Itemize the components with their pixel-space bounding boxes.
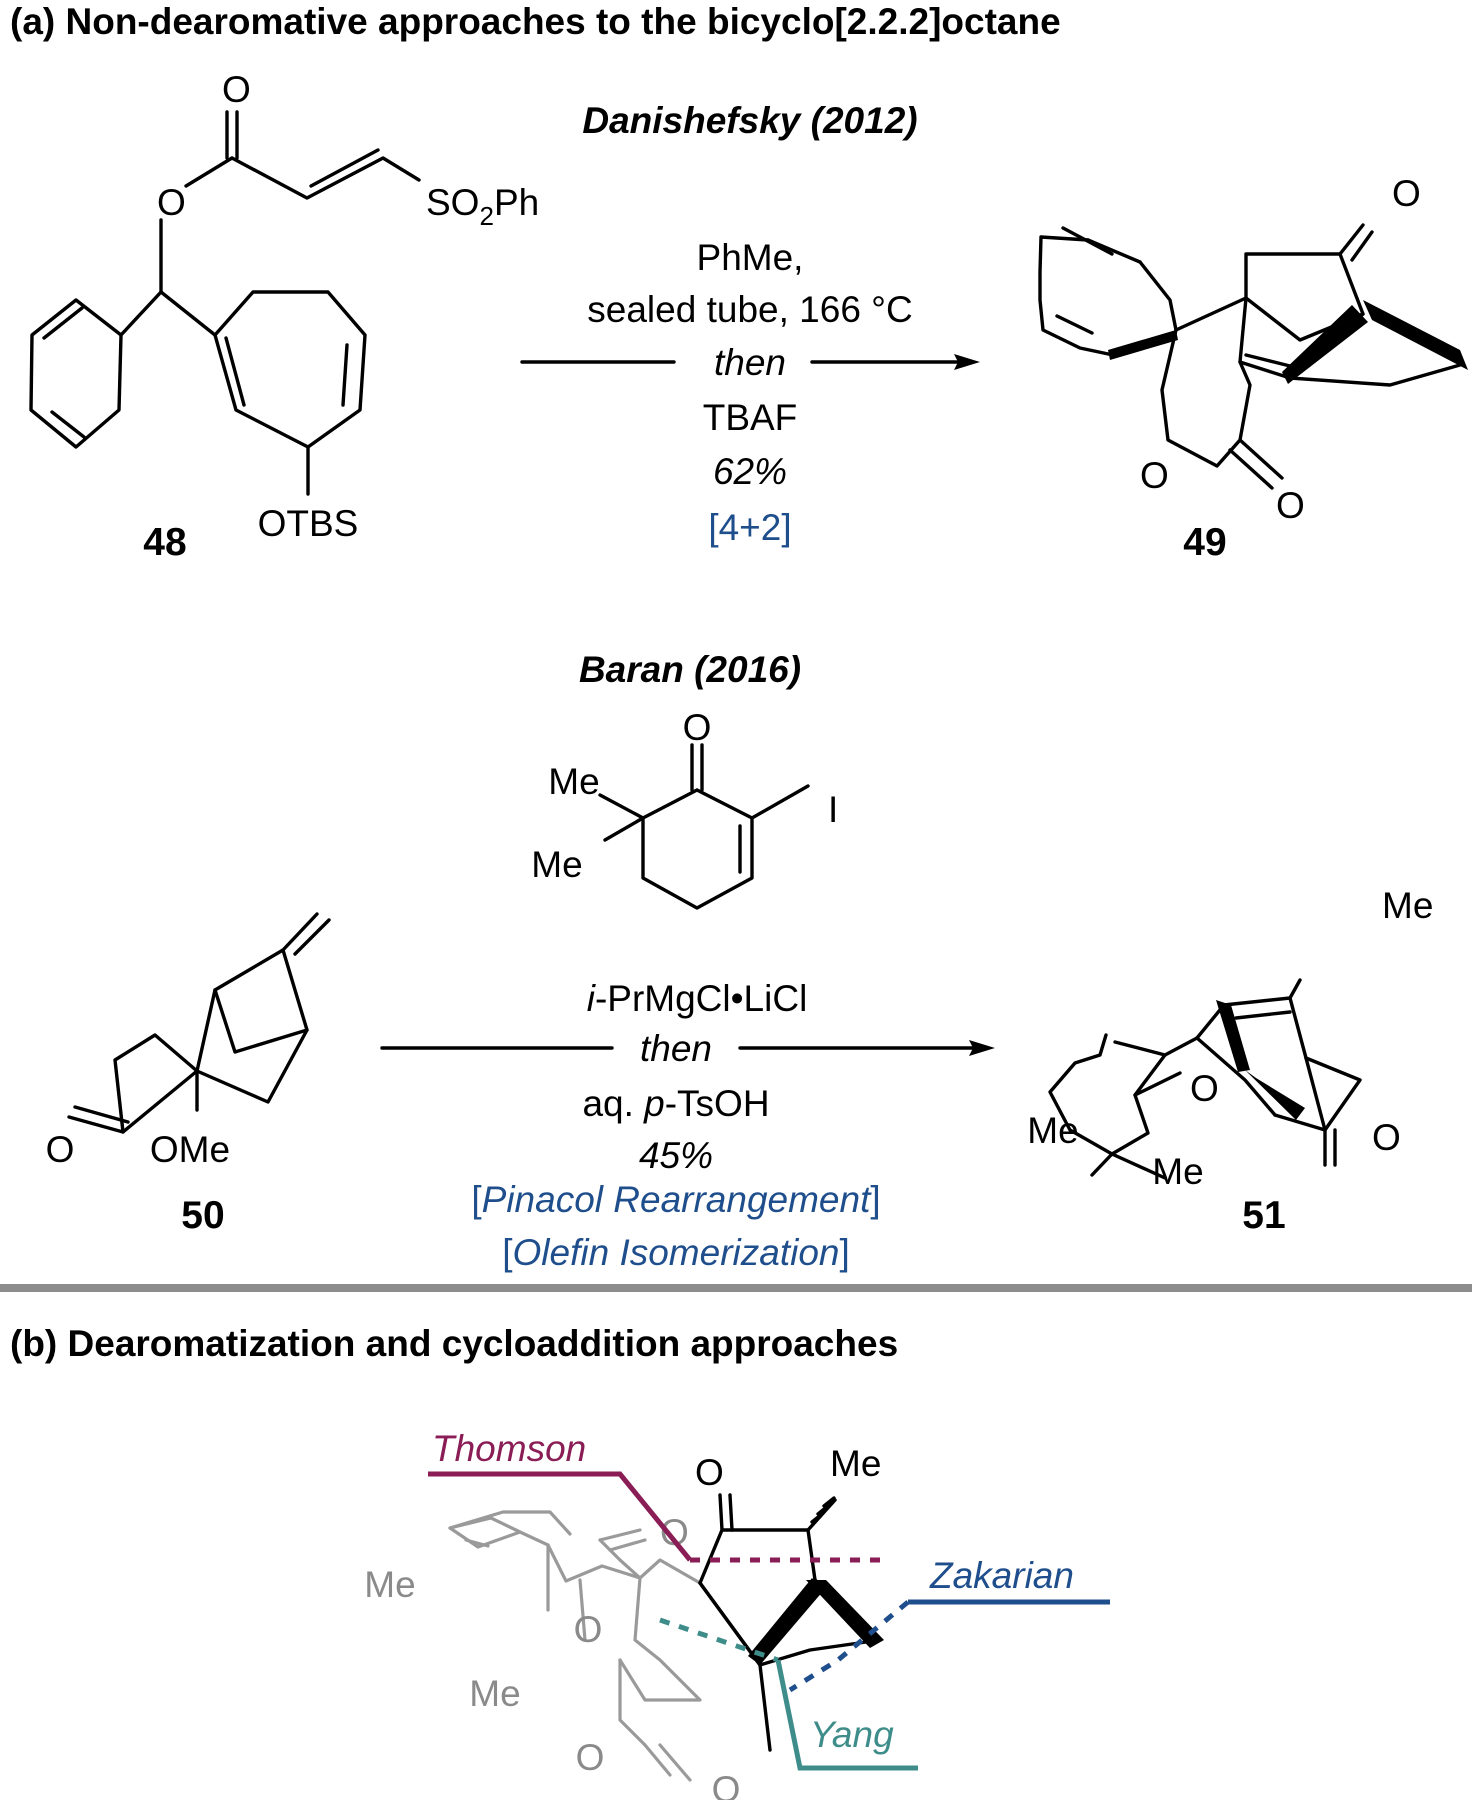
cond-then-1: then: [714, 342, 786, 383]
thomson-leader-line: [428, 1471, 692, 1562]
iodoenone-reagent-structure: [598, 743, 810, 910]
compound-51-id: 51: [1242, 1194, 1285, 1237]
bicyclo-core-50: [113, 948, 285, 1134]
atom-o-ketone-49: O: [1392, 173, 1421, 214]
cond-sealed-tube: sealed tube, 166 °C: [587, 289, 912, 330]
spiro-cyclohexadiene: [1038, 235, 1115, 357]
atom-o-ester-48: O: [157, 182, 186, 223]
section-divider: [0, 1284, 1472, 1292]
atom-o-ring-grey: O: [574, 1609, 603, 1650]
atom-o-50: O: [46, 1129, 75, 1170]
spiro-wedge: [1108, 330, 1178, 360]
tag-4-2: [4+2]: [708, 507, 791, 548]
atom-o-carbonyl-49: O: [1276, 485, 1305, 526]
panel-a-title: (a) Non-dearomative approaches to the bi…: [10, 1, 1061, 42]
yang-leader-line: [775, 1659, 918, 1771]
baran-author: Baran (2016): [579, 649, 801, 690]
atom-o-reagent: O: [683, 707, 712, 748]
atom-o-ketone-b: O: [695, 1452, 724, 1493]
tag-pinacol: [Pinacol Rearrangement]: [471, 1179, 880, 1220]
atom-o-enone-grey: O: [660, 1512, 689, 1553]
grey-enone-ring: [448, 1526, 702, 1585]
yang-label: Yang: [810, 1714, 894, 1755]
otbs-label: OTBS: [258, 503, 359, 544]
compound-51-structure: [1048, 978, 1362, 1180]
enone-ring: [641, 788, 754, 910]
cond-then-2: then: [640, 1028, 712, 1069]
atom-o-lactone-grey: O: [576, 1737, 605, 1778]
atom-me-b: Me: [830, 1443, 881, 1484]
cond-tbaf: TBAF: [703, 397, 798, 438]
compound-48-id: 48: [143, 521, 186, 564]
compound-50-structure: [67, 912, 331, 1134]
atom-me-grey-2: Me: [469, 1673, 520, 1714]
atom-me-top-51: Me: [1382, 885, 1433, 926]
cond-phme: PhMe,: [697, 237, 804, 278]
atom-o2-51: O: [1372, 1117, 1401, 1158]
target-skeleton-grey: [448, 1510, 702, 1782]
atom-me1-reagent: Me: [548, 761, 599, 802]
compound-49-id: 49: [1183, 521, 1226, 564]
bicyclooctane-core-black: [698, 1493, 884, 1752]
atom-o-carbonyl-grey: O: [712, 1769, 741, 1800]
vinyl-sulfone-chain: [230, 156, 421, 200]
thomson-label: Thomson: [432, 1428, 586, 1469]
atom-o-lactone-49: O: [1140, 455, 1169, 496]
atom-o-carbonyl-48: O: [222, 69, 251, 110]
exo-methylene: [281, 912, 319, 952]
atom-me2-51: Me: [1152, 1151, 1203, 1192]
atom-i-reagent: I: [828, 789, 838, 830]
cycloheptenone-ring: [1048, 1033, 1199, 1156]
atom-me2-reagent: Me: [531, 844, 582, 885]
yield-62: 62%: [713, 451, 787, 492]
sulfonyl-label: SO2Ph: [426, 182, 539, 231]
yield-45: 45%: [639, 1135, 713, 1176]
yang-cut-line: [659, 1617, 779, 1663]
compound-50-id: 50: [181, 1194, 224, 1237]
cyclohexadiene-ring: [29, 290, 163, 449]
tag-olefin: [Olefin Isomerization]: [502, 1232, 850, 1273]
compound-48-structure: [29, 110, 421, 496]
zakarian-label: Zakarian: [929, 1555, 1074, 1596]
compound-49-structure: [1038, 223, 1468, 490]
ester-co-bond: [184, 156, 234, 188]
panel-b-title: (b) Dearomatization and cycloaddition ap…: [10, 1323, 898, 1364]
zakarian-cut-line: [788, 1600, 910, 1693]
atom-me1-51: Me: [1027, 1110, 1078, 1151]
aryl-link-bond: [159, 290, 217, 337]
ome-label-50: OMe: [150, 1129, 230, 1170]
atom-me-grey-1: Me: [364, 1564, 415, 1605]
bicyclooctenone-core: [1195, 978, 1302, 1040]
cond-tsoh: aq. p-TsOH: [582, 1083, 769, 1124]
silyl-enol-ring: [213, 290, 367, 449]
atom-o1-51: O: [1190, 1068, 1219, 1109]
danishefsky-author: Danishefsky (2012): [582, 100, 917, 141]
cond-grignard: i-PrMgCl•LiCl: [587, 978, 808, 1019]
